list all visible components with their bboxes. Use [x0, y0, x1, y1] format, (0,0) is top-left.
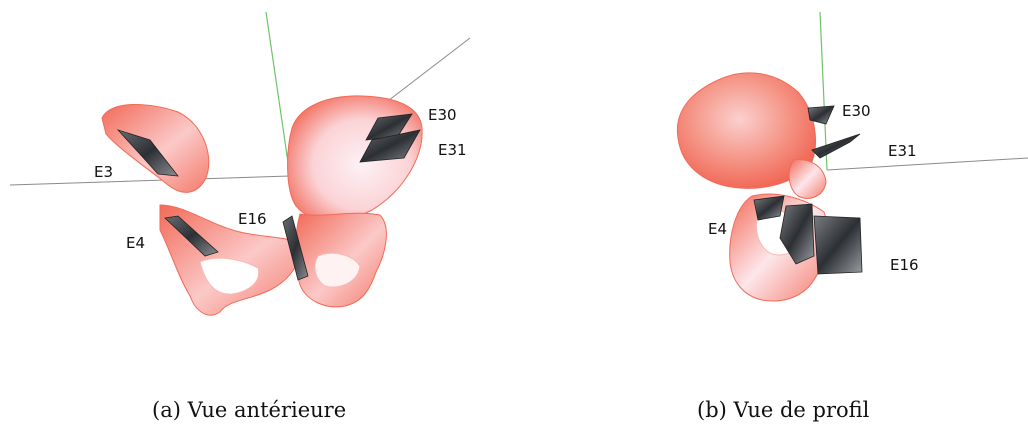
label-e16: E16: [238, 210, 267, 228]
axis-horizontal: [827, 158, 1028, 170]
electrode-e31: [812, 134, 860, 158]
pelvis-anterior-render: E3 E4 E16 E30 E31: [0, 0, 514, 437]
pelvis-profile-render: E30 E31 E4 E16: [514, 0, 1028, 437]
acetabulum: [789, 160, 826, 199]
label-e31: E31: [438, 141, 467, 159]
electrode-e4: [754, 196, 784, 220]
label-e30: E30: [842, 102, 871, 120]
caption-anterior: (a) Vue antérieure: [152, 398, 346, 422]
label-e3: E3: [94, 163, 113, 181]
label-e4: E4: [126, 234, 145, 252]
axis-horizontal: [10, 176, 290, 185]
label-e31: E31: [888, 142, 917, 160]
axis-vertical: [266, 12, 290, 176]
panel-profile-view: E30 E31 E4 E16 (b) Vue de profil: [514, 0, 1028, 437]
label-e30: E30: [428, 106, 457, 124]
electrode-e16-b: [814, 216, 862, 274]
caption-profile: (b) Vue de profil: [697, 398, 869, 422]
label-e4: E4: [708, 220, 727, 238]
panel-anterior-view: E3 E4 E16 E30 E31 (a) Vue antérieure: [0, 0, 514, 437]
label-e16: E16: [890, 256, 919, 274]
